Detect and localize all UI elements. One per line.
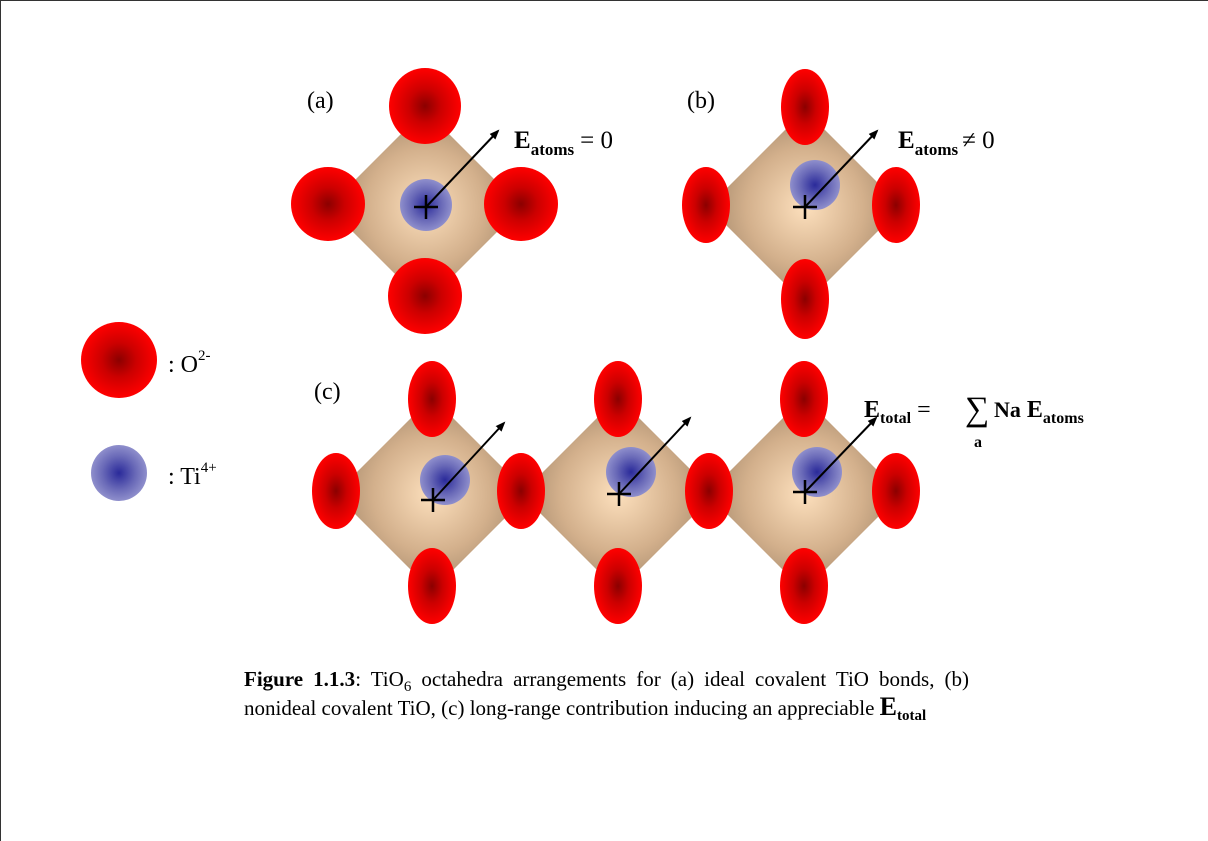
legend: : O2- : Ti4+ [81,322,217,501]
titanium-c1 [420,455,470,505]
oxygen-c23-shared [685,453,733,529]
oxygen-c1-bottom [408,548,456,624]
sum-index: a [974,434,982,451]
svg-text:Etotal=: Etotal= [864,397,931,427]
polarization-arrow-c2 [618,416,692,495]
oxygen-c1-top [408,361,456,437]
panel-c-chain [312,361,920,624]
legend-titanium-label: : Ti4+ [168,460,217,490]
oxygen-c3-top [780,361,828,437]
oxygen-c2-bottom [594,548,642,624]
oxygen-b-top [781,69,829,145]
panel-b-label: (b) [687,88,715,114]
caption-e-subscript: total [897,708,927,725]
panel-a-label: (a) [307,88,334,114]
legend-titanium-swatch [91,445,147,501]
oxygen-a-left [291,167,365,241]
oxygen-c3-bottom [780,548,828,624]
oxygen-c1-left [312,453,360,529]
caption-part2: octahedra arrangements for (a) ideal cov… [244,667,970,720]
caption-part1: : TiO [355,667,404,691]
polarization-arrow-c1 [432,421,506,501]
frame-left-border [0,0,1,841]
oxygen-c12-shared [497,453,545,529]
caption-subscript-6: 6 [403,679,412,696]
oxygen-c3-right [872,453,920,529]
polarization-arrow-a [425,129,500,208]
panel-b-octahedron [682,69,920,339]
caption-e-symbol: E [879,692,897,721]
oxygen-a-top [389,68,461,144]
polarization-arrow-b [804,129,879,208]
oxygen-c2-top [594,361,642,437]
legend-oxygen-label: : O2- [168,348,211,378]
equation-b: Eatoms≠ 0 [898,127,995,159]
oxygen-a-bottom [388,258,462,334]
legend-oxygen-swatch [81,322,157,398]
titanium-b [790,160,840,210]
titanium-c2 [606,447,656,497]
oxygen-b-right [872,167,920,243]
caption-figure-label: Figure 1.1.3 [244,667,356,691]
polarization-arrow-c3 [804,416,878,493]
titanium-c3 [792,447,842,497]
frame-top-border [0,0,1208,1]
panel-a-octahedron [291,68,558,334]
oxygen-b-bottom [781,259,829,339]
equation-a: Eatoms= 0 [514,127,613,159]
figure-caption: Figure 1.1.3: TiO6 octahedra arrangement… [244,665,970,725]
oxygen-b-left [682,167,730,243]
oxygen-a-right [484,167,558,241]
sum-symbol: ∑ [965,391,989,428]
panel-c-label: (c) [314,379,341,405]
